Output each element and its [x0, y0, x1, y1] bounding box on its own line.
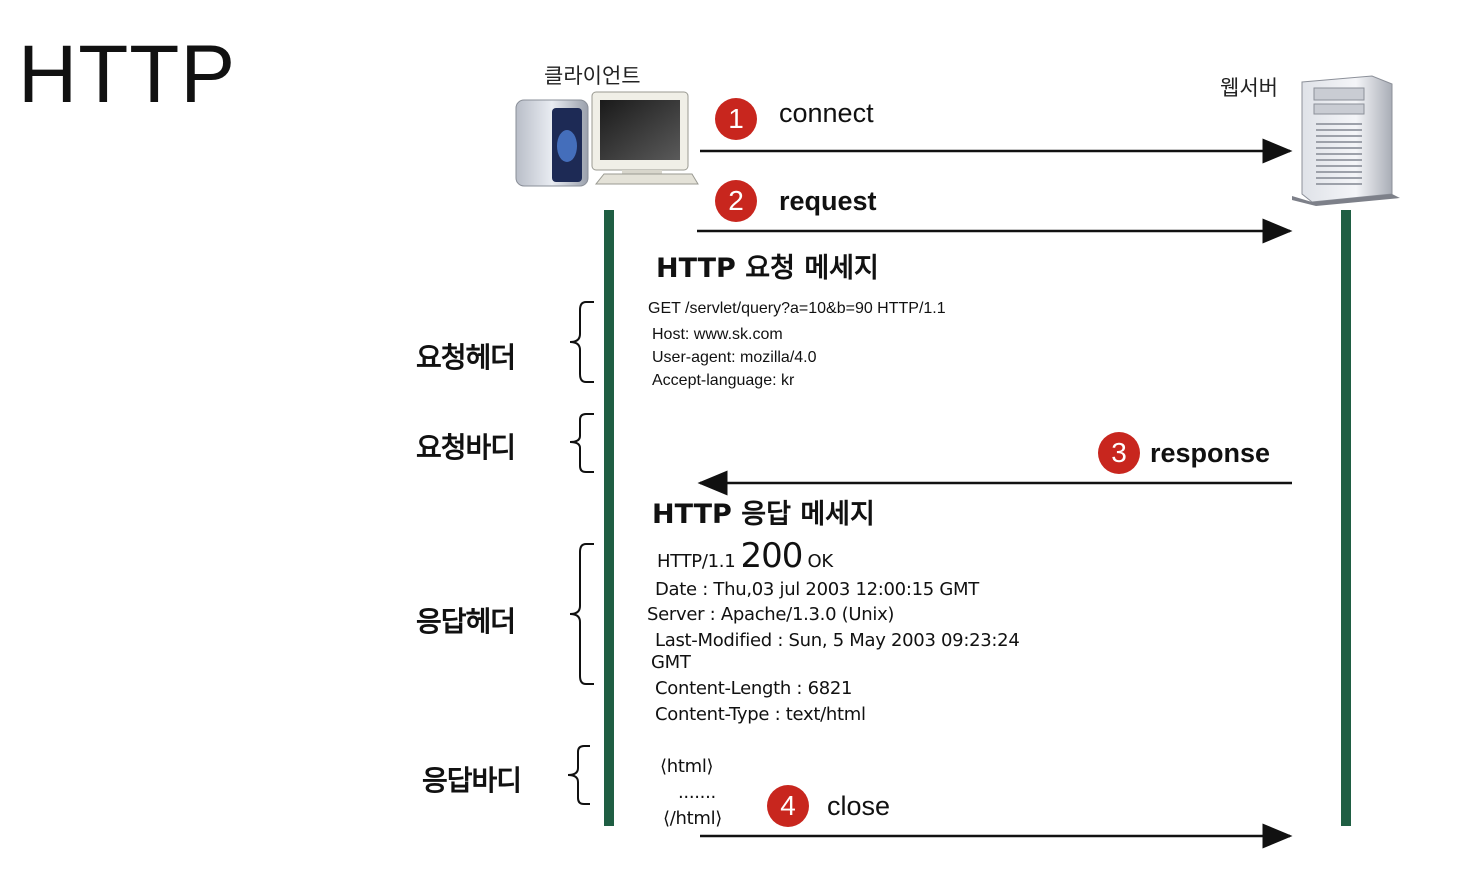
response-header-line: Date : Thu,03 jul 2003 12:00:15 GMT	[655, 579, 979, 600]
step-connect-label: connect	[779, 98, 874, 128]
desktop-computer-icon	[515, 91, 699, 187]
step-1-badge: 1	[715, 98, 757, 140]
response-header-label: 응답헤더	[416, 605, 516, 638]
response-body-line: ⟨html⟩	[660, 756, 714, 777]
step-response-label: response	[1150, 438, 1271, 468]
request-header-line: Host: www.sk.com	[652, 326, 783, 343]
step-request-label: request	[779, 186, 877, 216]
step-3-badge: 3	[1098, 432, 1140, 474]
response-header-line: Content-Length : 6821	[655, 678, 853, 699]
response-body-line: ⟨/html⟩	[663, 808, 723, 829]
response-body-line: .......	[678, 782, 716, 803]
client-label: 클라이언트	[544, 64, 641, 88]
page-title: HTTP	[18, 29, 237, 120]
step-2-badge: 2	[715, 180, 757, 222]
request-message-title: HTTP 요청 메세지	[656, 253, 879, 284]
request-line: GET /servlet/query?a=10&b=90 HTTP/1.1	[648, 300, 946, 317]
request-body-label: 요청바디	[416, 431, 516, 464]
request-body-brace	[569, 413, 594, 473]
request-header-line: User-agent: mozilla/4.0	[652, 349, 817, 366]
status-code: 200	[740, 536, 803, 576]
response-body-label: 응답바디	[422, 764, 522, 797]
response-header-brace	[569, 543, 594, 685]
status-protocol: HTTP/1.1	[657, 551, 736, 572]
server-label: 웹서버	[1220, 76, 1278, 100]
request-header-line: Accept-language: kr	[652, 372, 795, 389]
request-header-brace	[569, 301, 594, 383]
response-header-line: Last-Modified : Sun, 5 May 2003 09:23:24	[655, 630, 1020, 651]
step-4-badge: 4	[767, 785, 809, 827]
step-close-label: close	[827, 791, 891, 821]
status-line: HTTP/1.1 200 OK	[657, 536, 833, 576]
response-header-line: Server : Apache/1.3.0 (Unix)	[647, 604, 895, 625]
response-header-line: GMT	[651, 652, 691, 673]
response-header-line: Content-Type : text/html	[655, 704, 866, 725]
request-header-label: 요청헤더	[416, 341, 516, 374]
tower-server-icon	[1292, 75, 1400, 206]
status-text: OK	[807, 551, 833, 572]
response-message-title: HTTP 응답 메세지	[652, 499, 875, 530]
server-lifeline	[1341, 210, 1351, 826]
response-body-brace	[567, 745, 590, 805]
client-lifeline	[604, 210, 614, 826]
